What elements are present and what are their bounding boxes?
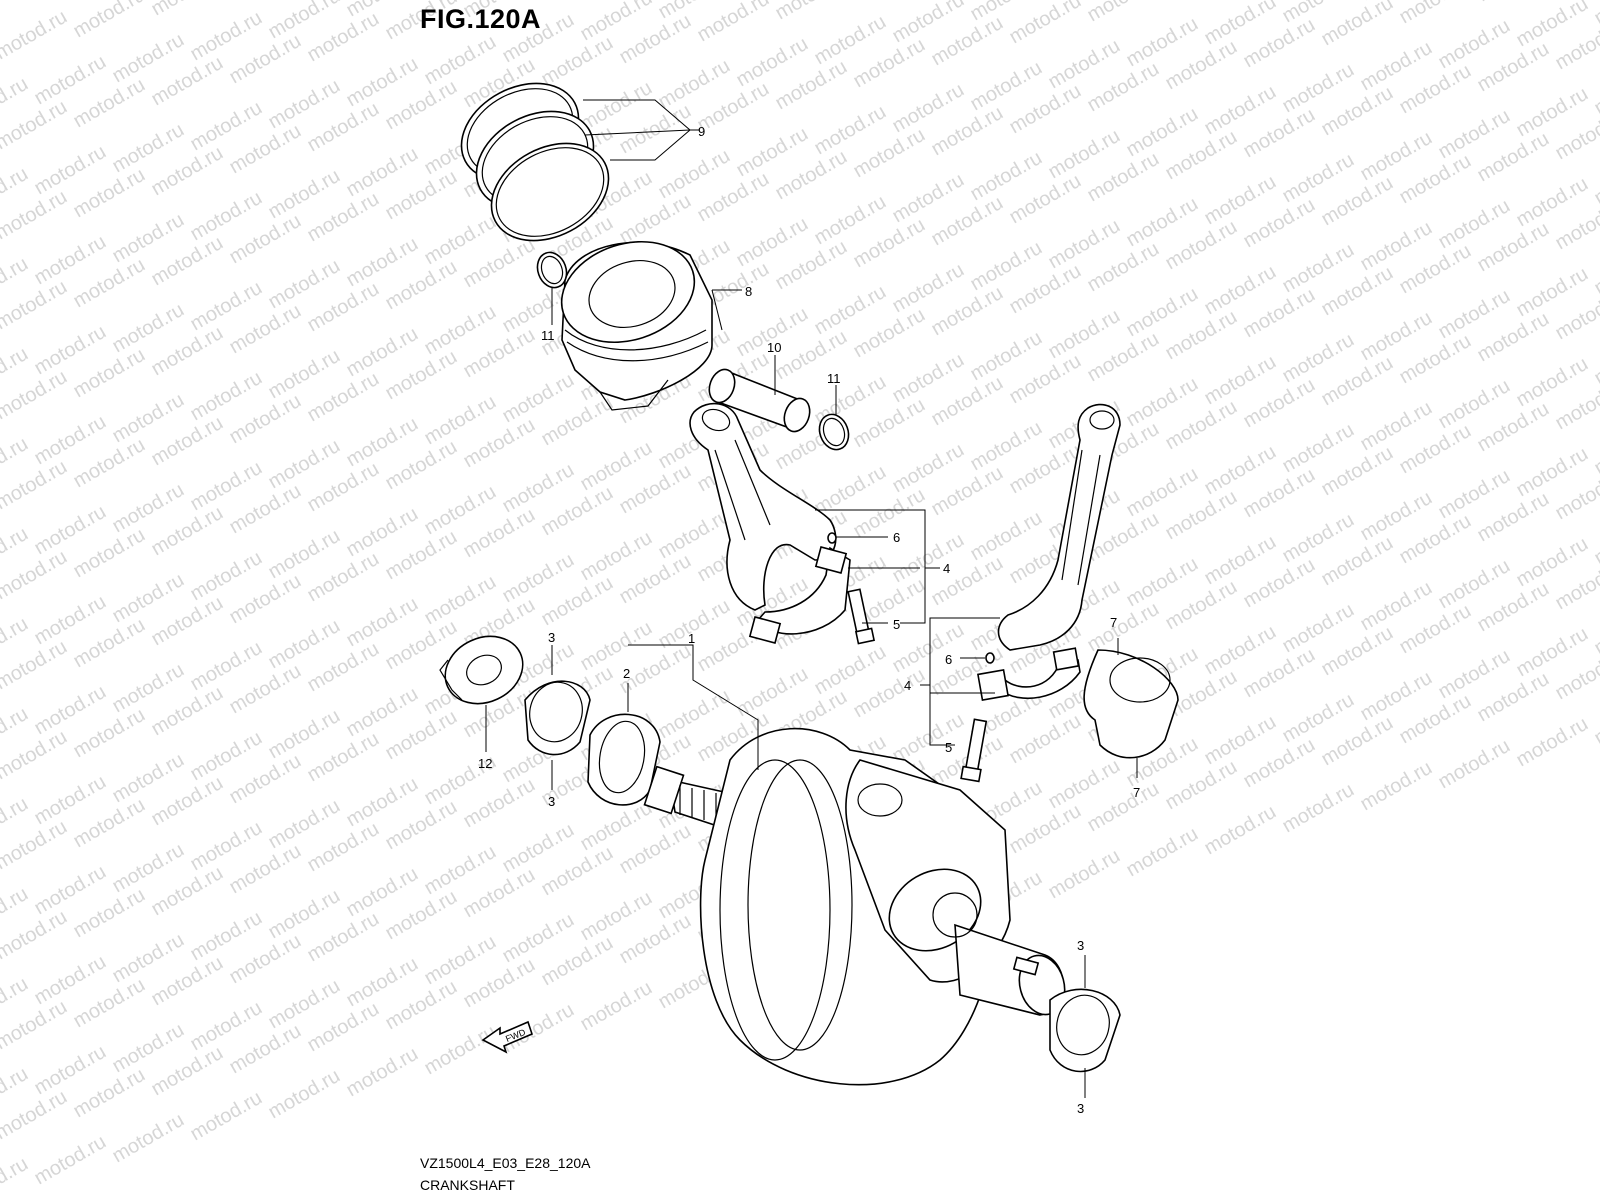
watermark-text: motod.ru [0, 726, 71, 785]
watermark-text: motod.ru [1201, 801, 1280, 860]
callout-7-bottom: 7 [1133, 785, 1140, 800]
watermark-text: motod.ru [421, 1021, 500, 1080]
main-bearing-right[interactable] [1049, 988, 1121, 1073]
callout-6-left: 6 [893, 530, 900, 545]
callout-3-left-bottom: 3 [548, 794, 555, 809]
watermark-text: motod.ru [0, 906, 71, 965]
watermark-text: motod.ru [499, 999, 578, 1058]
crankshaft[interactable] [643, 727, 1072, 1086]
piston-rings[interactable] [445, 64, 626, 260]
conrod-bolt-rear[interactable] [960, 718, 988, 783]
watermark-text: motod.ru [1591, 241, 1600, 300]
callout-numbers: 9 8 11 10 11 6 4 5 6 4 5 7 7 1 2 3 3 12 … [478, 124, 1140, 1116]
callout-5-right: 5 [945, 740, 952, 755]
watermark-text: motod.ru [577, 977, 656, 1036]
watermark-text: motod.ru [1084, 0, 1163, 26]
watermark-text: motod.ru [1591, 151, 1600, 210]
watermark-text: motod.ru [70, 0, 149, 42]
conrod-bearing[interactable] [1083, 649, 1179, 759]
watermark-text: motod.ru [148, 0, 227, 20]
watermark-text: motod.ru [1318, 0, 1397, 50]
callout-2: 2 [623, 666, 630, 681]
callout-6-right: 6 [945, 652, 952, 667]
figure-name: CRANKSHAFT [420, 1177, 515, 1193]
watermark-text: motod.ru [0, 1153, 32, 1200]
callout-12: 12 [478, 756, 492, 771]
watermark-text: motod.ru [1006, 0, 1085, 48]
watermark-text: motod.ru [1357, 757, 1436, 816]
watermark-text: motod.ru [1435, 735, 1514, 794]
watermark-text: motod.ru [0, 996, 71, 1055]
callout-4-right: 4 [904, 678, 911, 693]
callout-11-right: 11 [827, 371, 841, 386]
watermark-text: motod.ru [0, 6, 71, 65]
watermark-text: motod.ru [694, 0, 773, 46]
watermark-text: motod.ru [1591, 331, 1600, 390]
watermark-text: motod.ru [772, 0, 851, 24]
watermark-text: motod.ru [1474, 0, 1553, 6]
watermark-text: motod.ru [1045, 845, 1124, 904]
piston-pin[interactable] [705, 366, 814, 435]
callout-1: 1 [688, 631, 695, 646]
figure-title: FIG.120A [420, 4, 542, 34]
watermark-text: motod.ru [187, 1087, 266, 1146]
watermark-text: motod.ru [343, 1043, 422, 1102]
watermark-text: motod.ru [0, 186, 71, 245]
callout-3-right-top: 3 [1077, 938, 1084, 953]
watermark-text: motod.ru [1591, 0, 1600, 29]
watermark-text: motod.ru [1279, 779, 1358, 838]
watermark-text: motod.ru [1591, 691, 1600, 750]
crank-timing-gear[interactable] [434, 624, 534, 716]
thrust-washer[interactable] [587, 713, 661, 806]
callout-11-left: 11 [541, 328, 555, 343]
callout-5-left: 5 [893, 617, 900, 632]
watermark-text: motod.ru [0, 96, 71, 155]
watermark-text: motod.ru [1591, 421, 1600, 480]
leader-lines [485, 99, 1138, 1098]
watermark-text: motod.ru [1591, 601, 1600, 660]
callout-3-right-bottom: 3 [1077, 1101, 1084, 1116]
conrod-bolt-front[interactable] [847, 588, 876, 645]
piston[interactable] [548, 225, 713, 411]
figure-code: VZ1500L4_E03_E28_120A [420, 1155, 591, 1171]
watermark-text: motod.ru [850, 0, 929, 2]
piston-pin-circlip-right[interactable] [815, 410, 854, 453]
watermark-text: motod.ru [0, 456, 71, 515]
connecting-rod-front[interactable] [689, 402, 851, 645]
piston-pin-circlip[interactable] [533, 248, 572, 291]
watermark-text: motod.ru [0, 1086, 71, 1145]
watermark-text: motod.ru [1123, 823, 1202, 882]
watermark-text: motod.ru [1396, 0, 1475, 28]
watermark-text: motod.ru [0, 0, 32, 19]
watermark-text: motod.ru [0, 546, 71, 605]
watermark-text: motod.ru [1591, 61, 1600, 120]
watermark-text: motod.ru [1162, 0, 1241, 4]
watermark-text: motod.ru [0, 276, 71, 335]
connecting-rod-rear[interactable] [977, 403, 1121, 701]
watermark-text: motod.ru [1591, 511, 1600, 570]
callout-8: 8 [745, 284, 752, 299]
callout-3-left-top: 3 [548, 630, 555, 645]
watermark-text: motod.ru [0, 636, 71, 695]
callout-4-left: 4 [943, 561, 950, 576]
watermark-text: motod.ru [0, 366, 71, 425]
watermark-text: motod.ru [0, 816, 71, 875]
main-bearing-left[interactable] [523, 676, 591, 756]
callout-10: 10 [767, 340, 781, 355]
callout-9: 9 [698, 124, 705, 139]
callout-7-top: 7 [1110, 615, 1117, 630]
watermark-text: motod.ru [1513, 713, 1592, 772]
watermark-text: motod.ru [31, 1131, 110, 1190]
watermark-text: motod.ru [109, 1109, 188, 1168]
watermark-text: motod.ru [265, 1065, 344, 1124]
